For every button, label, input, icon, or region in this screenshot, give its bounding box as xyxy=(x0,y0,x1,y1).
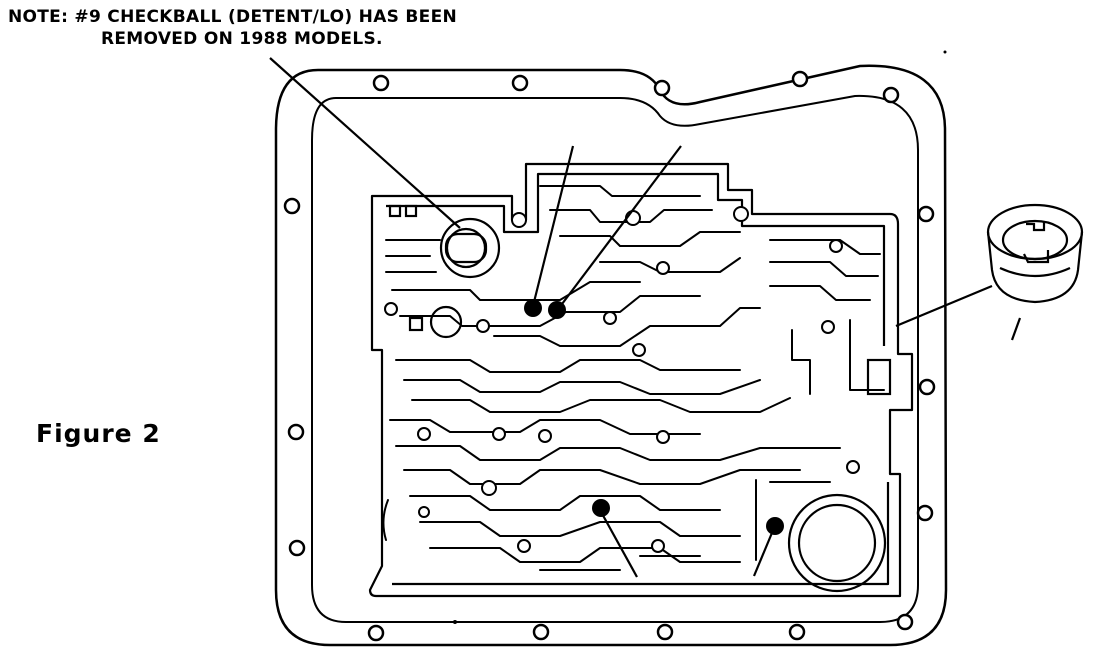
valve-body-outline xyxy=(368,162,914,598)
detail-callout xyxy=(986,203,1084,304)
note-line-1: NOTE: #9 CHECKBALL (DETENT/LO) HAS BEEN xyxy=(8,7,458,27)
removed-checkball-circle xyxy=(439,217,501,279)
checkball xyxy=(766,517,784,535)
checkballs xyxy=(524,299,784,535)
bolt-hole xyxy=(788,623,806,641)
bolt-hole xyxy=(288,539,306,557)
bolt-hole xyxy=(653,79,671,97)
bolt-hole xyxy=(791,70,809,88)
bolt-hole xyxy=(896,613,914,631)
bolt-hole xyxy=(532,623,550,641)
figure-label: Figure 2 xyxy=(36,419,161,448)
fluid-passages xyxy=(382,185,885,571)
bolt-hole xyxy=(511,74,529,92)
valve-body-holes xyxy=(384,206,860,553)
bolt-hole xyxy=(918,378,936,396)
checkball xyxy=(592,499,610,517)
pan-inner-edge xyxy=(311,94,919,623)
bolt-hole xyxy=(882,86,900,104)
bolt-hole xyxy=(656,623,674,641)
leader-lines xyxy=(269,57,1022,578)
large-servo-bore xyxy=(787,493,887,593)
bolt-holes xyxy=(283,70,936,642)
bolt-hole xyxy=(367,624,385,642)
note-text: NOTE: #9 CHECKBALL (DETENT/LO) HAS BEEN … xyxy=(8,6,457,50)
bore xyxy=(429,305,463,339)
bolt-hole xyxy=(916,504,934,522)
note-line-2: REMOVED ON 1988 MODELS. xyxy=(101,29,383,49)
bolt-hole xyxy=(372,74,390,92)
valve-body-rect xyxy=(866,358,892,396)
bolt-hole xyxy=(283,197,301,215)
checkball xyxy=(524,299,542,317)
bolt-hole xyxy=(287,423,305,441)
bolt-hole xyxy=(917,205,935,223)
